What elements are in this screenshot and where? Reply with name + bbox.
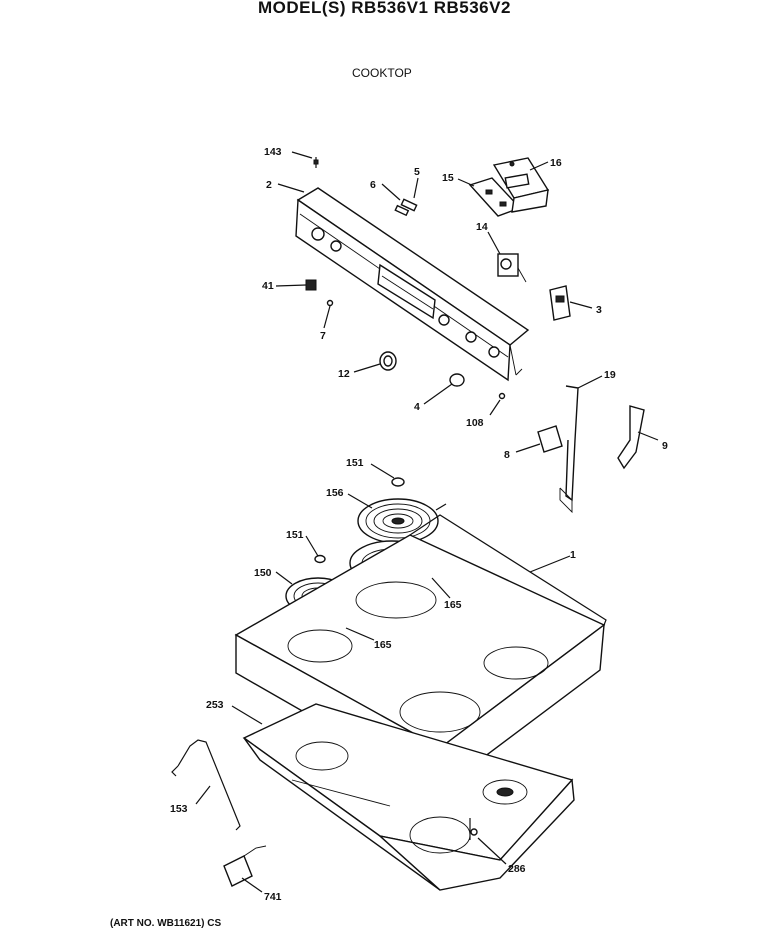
callout-151-lower: 151 (286, 529, 304, 541)
callout-16: 16 (550, 157, 562, 169)
callout-108: 108 (466, 417, 484, 429)
callout-156: 156 (326, 487, 344, 499)
part-5-6-clips (394, 198, 418, 217)
part-143-screw (313, 157, 319, 168)
callout-150: 150 (254, 567, 272, 579)
callout-153: 153 (170, 803, 188, 815)
part-286-screw (469, 818, 478, 840)
callout-6: 6 (370, 179, 376, 191)
part-4-knob (449, 373, 465, 387)
callout-8: 8 (504, 449, 510, 461)
callout-41: 41 (262, 280, 274, 292)
callout-286: 286 (508, 863, 526, 875)
part-741-terminal-block (223, 845, 267, 887)
section-title: COOKTOP (352, 66, 412, 80)
part-9-bracket (617, 405, 645, 470)
callout-143: 143 (264, 146, 282, 158)
part-19-bracket (559, 385, 579, 514)
callout-12: 12 (338, 368, 350, 380)
part-7-screw (326, 299, 334, 307)
callout-2: 2 (266, 179, 272, 191)
callout-165-left: 165 (374, 639, 392, 651)
callout-151-upper: 151 (346, 457, 364, 469)
callout-741: 741 (264, 891, 282, 903)
surface-unit-large-rear (357, 498, 447, 544)
part-14-switch (497, 253, 527, 283)
callout-165-right: 165 (444, 599, 462, 611)
part-153-rod (171, 739, 241, 831)
part-16-timer (492, 157, 550, 213)
part-108-screw (498, 392, 506, 400)
callout-1: 1 (570, 549, 576, 561)
callout-9: 9 (662, 440, 668, 452)
callout-14: 14 (476, 221, 488, 233)
part-41-clip (305, 279, 317, 291)
part-3-switch (549, 285, 571, 321)
model-title: MODEL(S) RB536V1 RB536V2 (258, 0, 511, 17)
cooktop-bottom-pan (242, 703, 575, 891)
callout-7: 7 (320, 330, 326, 342)
part-151-knobs (314, 477, 405, 564)
callout-4: 4 (414, 401, 420, 413)
callout-19: 19 (604, 369, 616, 381)
part-15-bracket (468, 177, 522, 217)
art-number: (ART NO. WB11621) CS (110, 918, 222, 929)
callout-253: 253 (206, 699, 224, 711)
part-12-knob (379, 351, 397, 371)
callout-5: 5 (414, 166, 420, 178)
callout-3: 3 (596, 304, 602, 316)
part-8-bracket (537, 425, 563, 453)
control-panel (295, 187, 530, 382)
callout-15: 15 (442, 172, 454, 184)
leader-lines (195, 151, 659, 893)
